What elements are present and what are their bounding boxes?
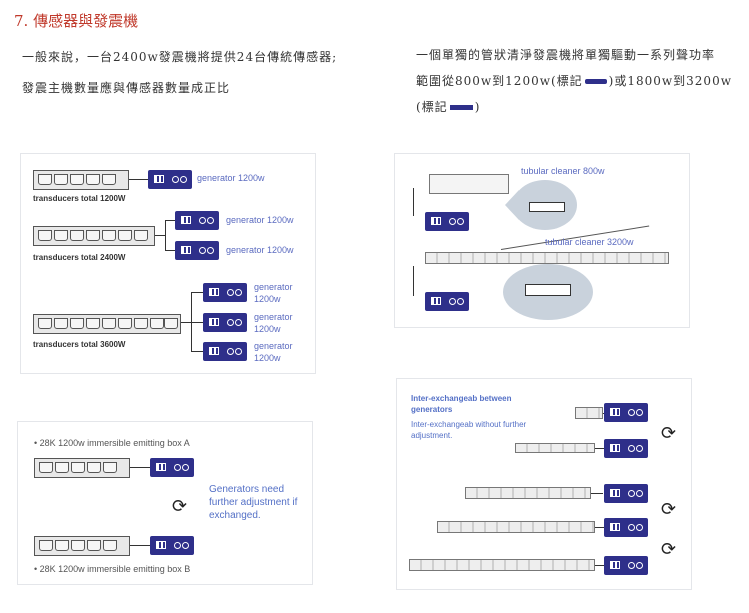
short-tube-detail-icon xyxy=(529,202,565,212)
long-tube-detail-icon xyxy=(525,284,571,296)
transducer-caption: transducers total 3600W xyxy=(33,340,126,349)
generator-label: generator 1200w xyxy=(226,215,294,225)
right-paragraph: 一個單獨的管狀清淨發震機將單獨驅動一系列聲功率 範圍從800w到1200w(標記… xyxy=(416,42,746,120)
generator-label: generator 1200w xyxy=(254,312,293,334)
tubular-cleaner-diagram: tubular cleaner 800w tubular cleaner 320… xyxy=(394,153,690,328)
interexchange-heading: Inter-exchangeab between generators xyxy=(411,394,512,414)
box-b-label: • 28K 1200w immersible emitting box B xyxy=(34,564,191,574)
generator-label: generator 1200w xyxy=(197,173,265,183)
right-paragraph-line2: 範圍從800w到1200w(標記)或1800w到3200w xyxy=(416,74,732,88)
generator-icon xyxy=(148,170,192,189)
generator-icon xyxy=(425,212,469,231)
immersible-box-b xyxy=(34,536,130,556)
tubular-cleaner-long xyxy=(425,252,669,264)
cycle-arrows-icon: ⟳ xyxy=(661,499,677,520)
generator-icon xyxy=(604,439,648,458)
generator-label: generator 1200w xyxy=(254,282,293,304)
generator-icon xyxy=(604,556,648,575)
generator-icon xyxy=(604,518,648,537)
right-paragraph-line3: (標記) xyxy=(416,100,481,114)
generator-icon xyxy=(604,484,648,503)
cycle-arrows-icon: ⟳ xyxy=(661,539,677,560)
short-tube-marker-icon xyxy=(584,79,607,84)
adjustment-note: Generators need further adjustment if ex… xyxy=(209,484,298,521)
transducer-caption: transducers total 1200W xyxy=(33,194,126,203)
transducer-tray xyxy=(33,170,129,190)
left-paragraph: 一般來說，一台2400w發震機將提供24台傳統傳感器; 發震主機數量應與傳感器數… xyxy=(22,42,382,104)
transducer-generator-diagram: generator 1200w transducers total 1200W … xyxy=(20,153,316,374)
immersible-box-a xyxy=(34,458,130,478)
left-paragraph-line2: 發震主機數量應與傳感器數量成正比 xyxy=(22,81,231,95)
tubular-cleaner xyxy=(465,487,591,499)
tubular-cleaner xyxy=(515,443,595,453)
tubular-label-bottom: tubular cleaner 3200w xyxy=(545,237,634,247)
generator-icon xyxy=(203,342,247,361)
generator-label: generator 1200w xyxy=(254,341,293,363)
tubular-cleaner xyxy=(437,521,595,533)
interexchange-subtext: Inter-exchangeab without further adjustm… xyxy=(411,420,527,440)
generator-icon xyxy=(150,458,194,477)
left-paragraph-line1: 一般來說，一台2400w發震機將提供24台傳統傳感器; xyxy=(22,50,338,64)
section-title: 7. 傳感器與發震機 xyxy=(14,12,139,30)
cycle-arrows-icon: ⟳ xyxy=(172,496,188,517)
tubular-cleaner xyxy=(575,407,603,419)
immersible-box-diagram: • 28K 1200w immersible emitting box A ⟳ … xyxy=(17,421,313,585)
right-paragraph-line1: 一個單獨的管狀清淨發震機將單獨驅動一系列聲功率 xyxy=(416,48,716,62)
interexchange-diagram: Inter-exchangeab between generators Inte… xyxy=(396,378,692,590)
generator-icon xyxy=(175,211,219,230)
generator-icon xyxy=(175,241,219,260)
tubular-label-top: tubular cleaner 800w xyxy=(521,166,605,176)
generator-icon xyxy=(150,536,194,555)
generator-icon xyxy=(203,313,247,332)
generator-label: generator 1200w xyxy=(226,245,294,255)
transducer-caption: transducers total 2400W xyxy=(33,253,126,262)
tubular-cleaner xyxy=(409,559,595,571)
generator-icon xyxy=(425,292,469,311)
generator-icon xyxy=(203,283,247,302)
generator-icon xyxy=(604,403,648,422)
cycle-arrows-icon: ⟳ xyxy=(661,423,677,444)
long-tube-marker-icon xyxy=(449,105,473,110)
tubular-cleaner-short xyxy=(429,174,509,194)
transducer-tray xyxy=(33,226,155,246)
transducer-tray xyxy=(33,314,181,334)
box-a-label: • 28K 1200w immersible emitting box A xyxy=(34,438,190,448)
